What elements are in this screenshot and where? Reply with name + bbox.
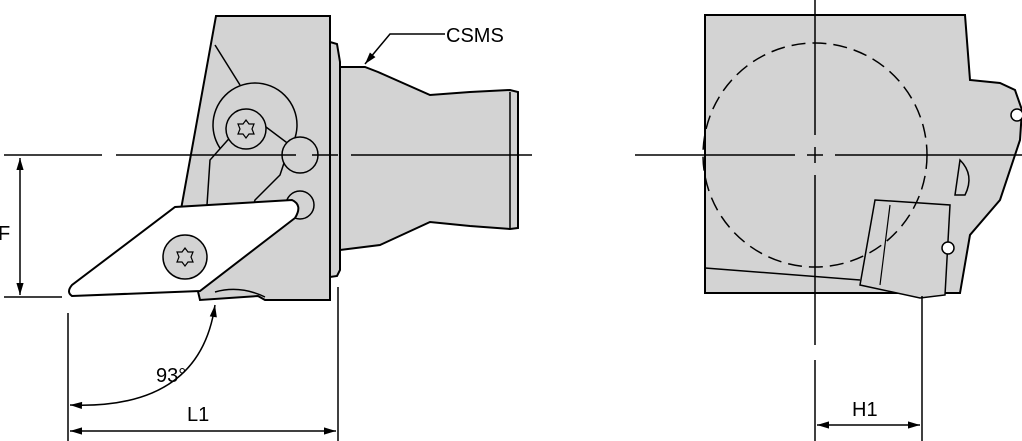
angle-label: 93° — [156, 365, 186, 387]
angle-arc — [69, 304, 217, 410]
dimension-h1 — [817, 296, 923, 441]
side-view — [68, 15, 519, 302]
dimension-h1-label: H1 — [852, 399, 878, 421]
dimension-f-label: F — [0, 223, 10, 245]
csms-leader — [364, 33, 445, 65]
flange — [329, 40, 341, 279]
dimension-l1-label: L1 — [187, 404, 209, 426]
shank — [339, 66, 519, 252]
dimension-f — [4, 158, 62, 298]
dimension-l1 — [67, 287, 339, 441]
connection-label: CSMS — [446, 25, 504, 47]
insert-front — [859, 199, 951, 299]
centerline-right — [635, 0, 1022, 441]
insert-screw — [162, 234, 208, 280]
front-view — [702, 14, 1022, 299]
body-front — [704, 14, 1022, 294]
torx-icon — [176, 247, 194, 267]
clamp-screw — [225, 108, 267, 150]
torx-icon — [237, 119, 255, 139]
